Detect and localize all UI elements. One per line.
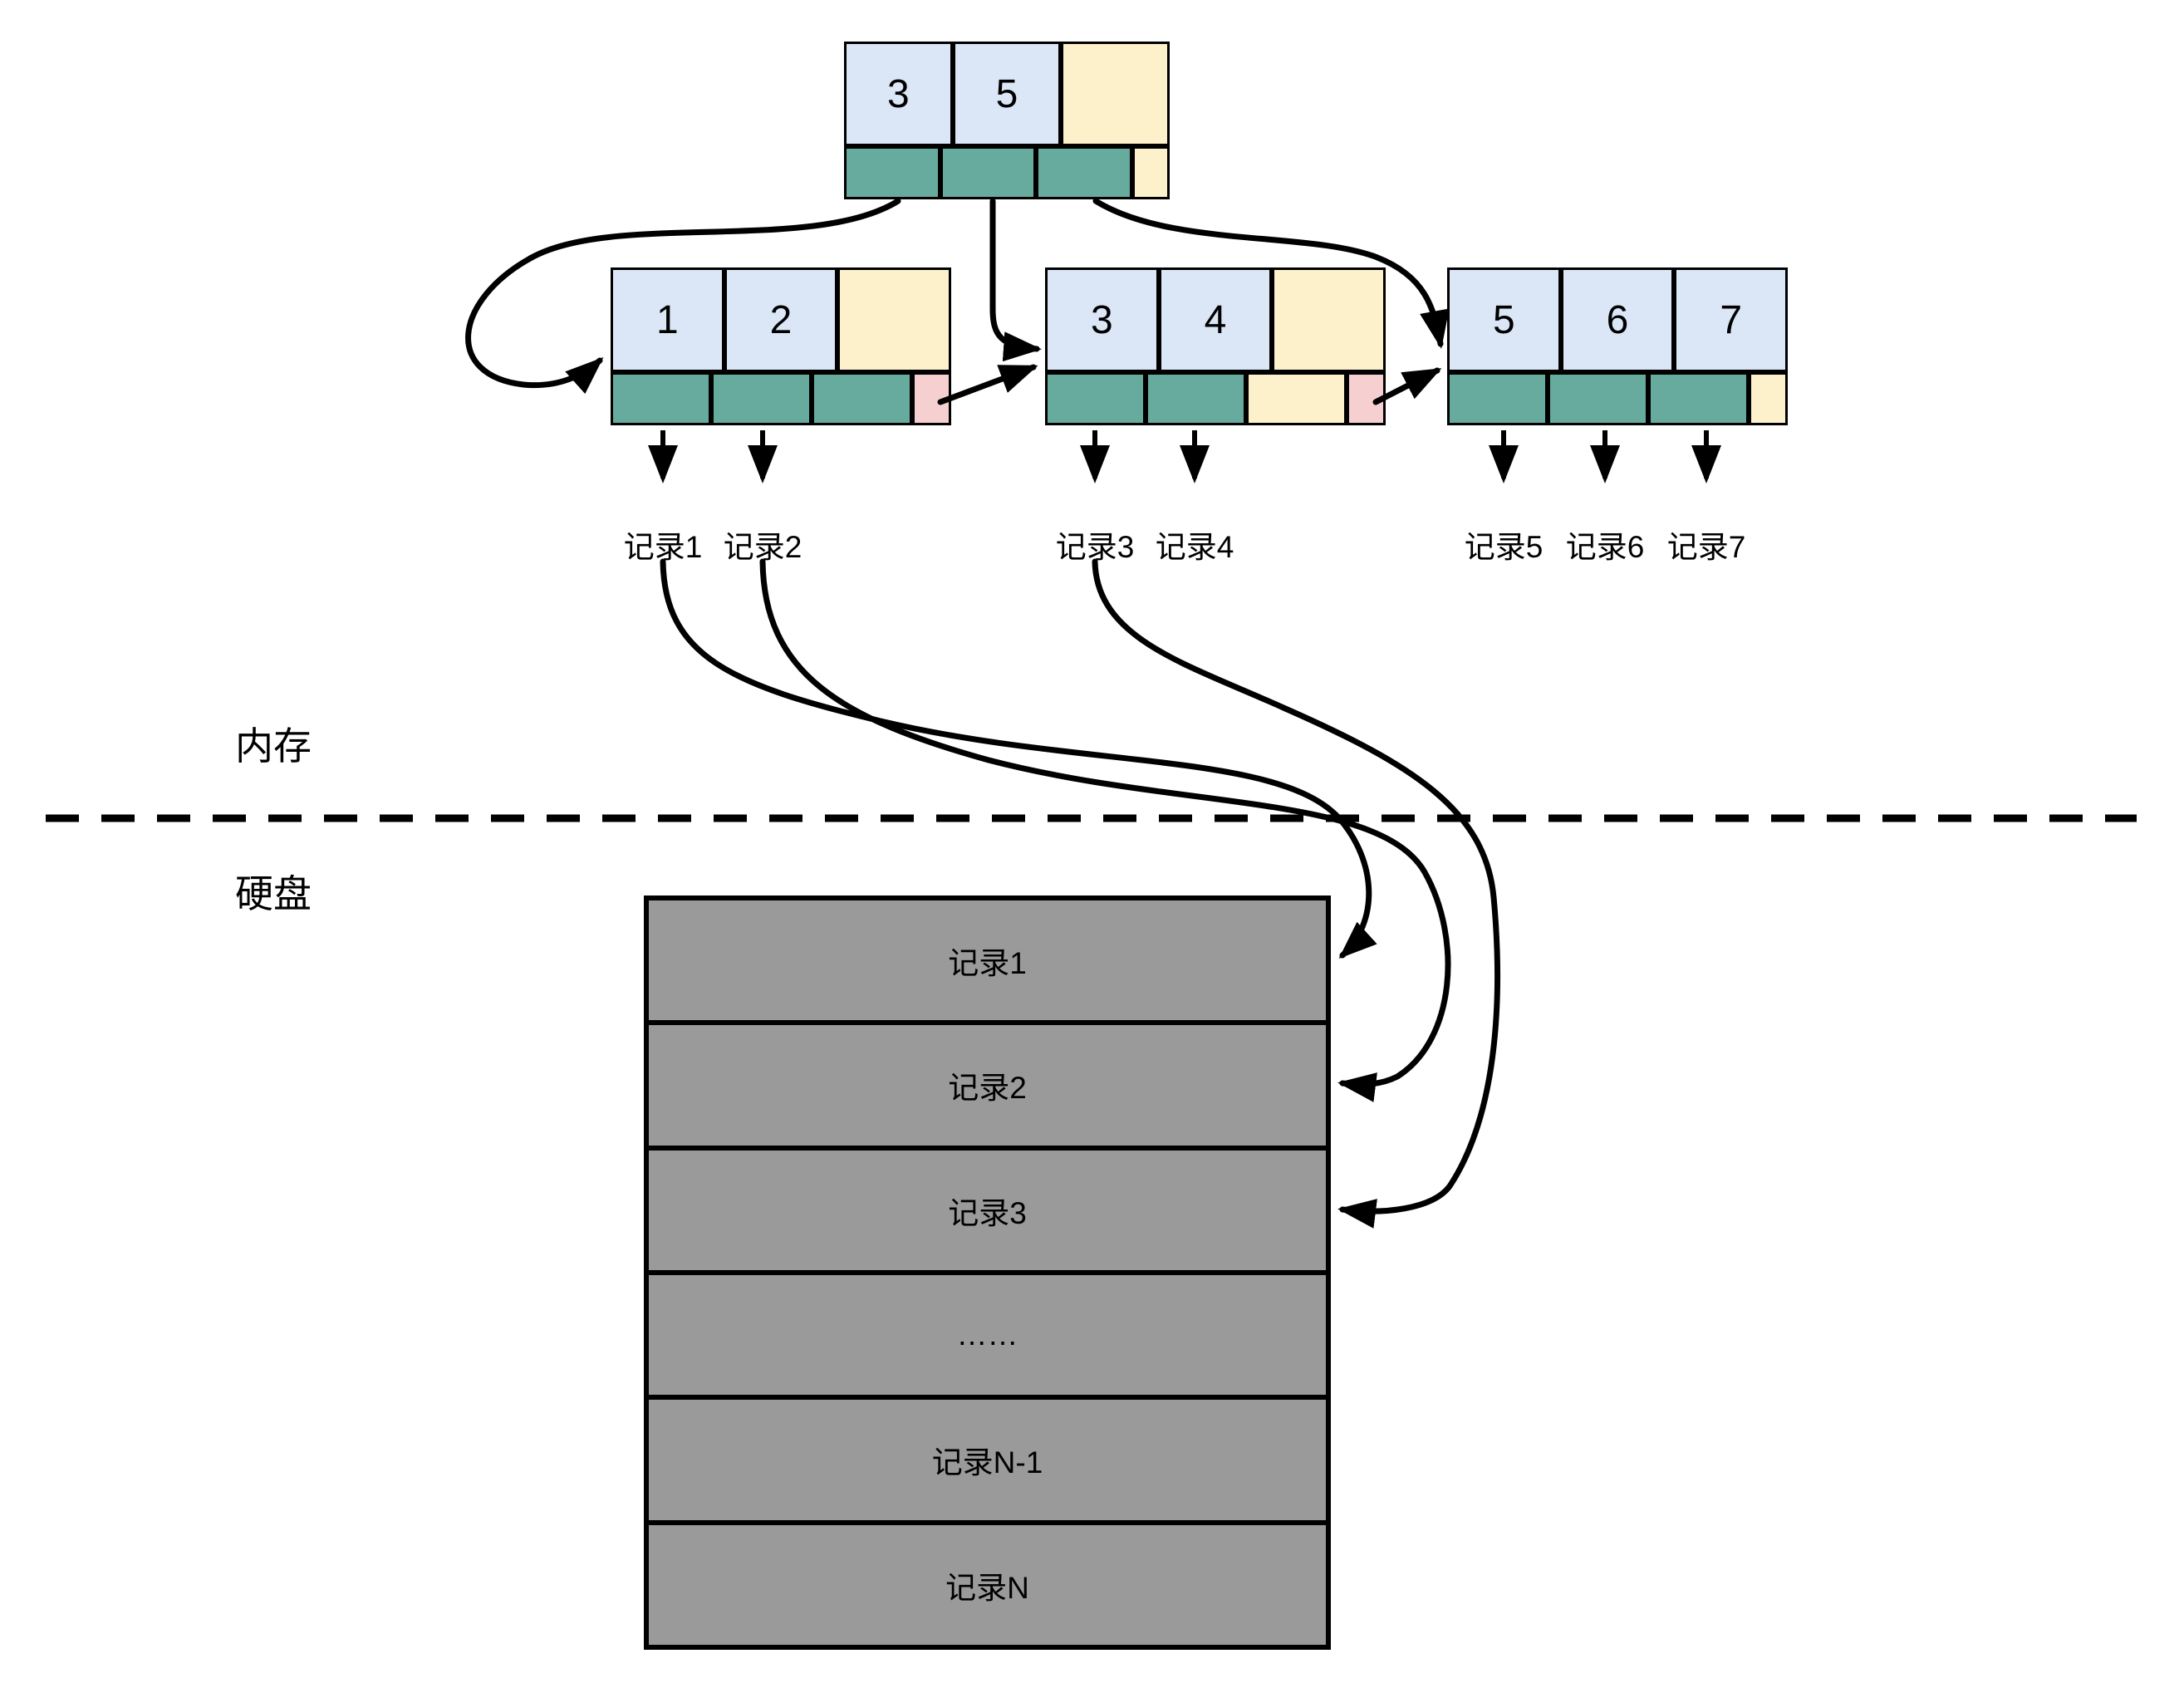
root-empty-key-cell [1061,42,1171,146]
leaf1-pointer-row [611,372,952,425]
leaf1-key-cell: 2 [724,267,838,372]
leaf1-key-cell: 1 [611,267,724,372]
leaf2-key-cell: 3 [1045,267,1159,372]
disk-row-record-1: 记录1 [649,900,1326,1026]
leaf3-key-cell: 5 [1447,267,1561,372]
root-empty-pointer-cell [1132,146,1170,199]
leaf1-record-pointer-cell [812,372,913,425]
leaf3-key-cell: 7 [1674,267,1789,372]
leaf3-empty-pointer-cell [1749,372,1789,425]
leaf1-empty-key-cell [837,267,952,372]
record-label-3: 记录3 [1055,530,1135,564]
leaf2-record-pointer-cell [1146,372,1247,425]
disk-row-record-n-1: 记录N-1 [649,1400,1326,1525]
leaf-node-3: 5 6 7 [1447,267,1789,425]
root-key-row: 3 5 [844,42,1171,146]
root-key-cell: 3 [844,42,953,146]
leaf2-record-pointer-cell [1045,372,1146,425]
disk-zone-label: 硬盘 [235,872,312,915]
leaf1-next-leaf-pointer-cell [912,372,952,425]
memory-zone-label: 内存 [235,724,312,768]
record-label-5: 记录5 [1464,530,1544,564]
leaf1-record-pointer-cell [611,372,712,425]
leaf3-record-pointer-cell [1548,372,1649,425]
leaf-node-1: 1 2 [611,267,952,425]
root-key-cell: 5 [952,42,1062,146]
leaf-node-2: 3 4 [1045,267,1386,425]
leaf3-key-cell: 6 [1560,267,1675,372]
root-child-pointer-cell [940,146,1037,199]
leaf3-record-pointer-cell [1648,372,1750,425]
leaf2-key-row: 3 4 [1045,267,1386,372]
leaf2-empty-pointer-cell [1246,372,1347,425]
disk-row-record-n: 记录N [945,1570,1029,1605]
disk-row-record-3: 记录3 [649,1151,1326,1275]
root-child-pointer-cell [1036,146,1133,199]
leaf2-next-leaf-pointer-cell [1347,372,1386,425]
leaf3-key-row: 5 6 7 [1447,267,1789,372]
root-pointer-row [844,146,1170,199]
leaf1-to-leaf2-next-arrow [937,364,1038,405]
leaf1-record-pointer-cell [711,372,812,425]
root-node: 3 5 [844,42,1171,199]
record-label-1: 记录1 [623,530,703,564]
record-label-4: 记录4 [1155,530,1234,564]
leaf3-record-pointer-cell [1447,372,1548,425]
leaf2-pointer-row [1045,372,1386,425]
leaf2-empty-key-cell [1272,267,1386,372]
record-label-7: 记录7 [1666,530,1746,564]
record-label-6: 记录6 [1565,530,1645,564]
disk-record-table: 记录1 记录2 记录3 …… 记录N-1 记录N [644,895,1331,1650]
root-to-leaf2-arrow [989,198,1042,362]
root-child-pointer-cell [844,146,940,199]
leaf2-key-cell: 4 [1158,267,1273,372]
leaf3-pointer-row [1447,372,1789,425]
disk-row-record-2: 记录2 [649,1025,1326,1151]
record-label-2: 记录2 [723,530,802,564]
disk-row-ellipsis: …… [649,1275,1326,1401]
leaf1-key-row: 1 2 [611,267,952,372]
